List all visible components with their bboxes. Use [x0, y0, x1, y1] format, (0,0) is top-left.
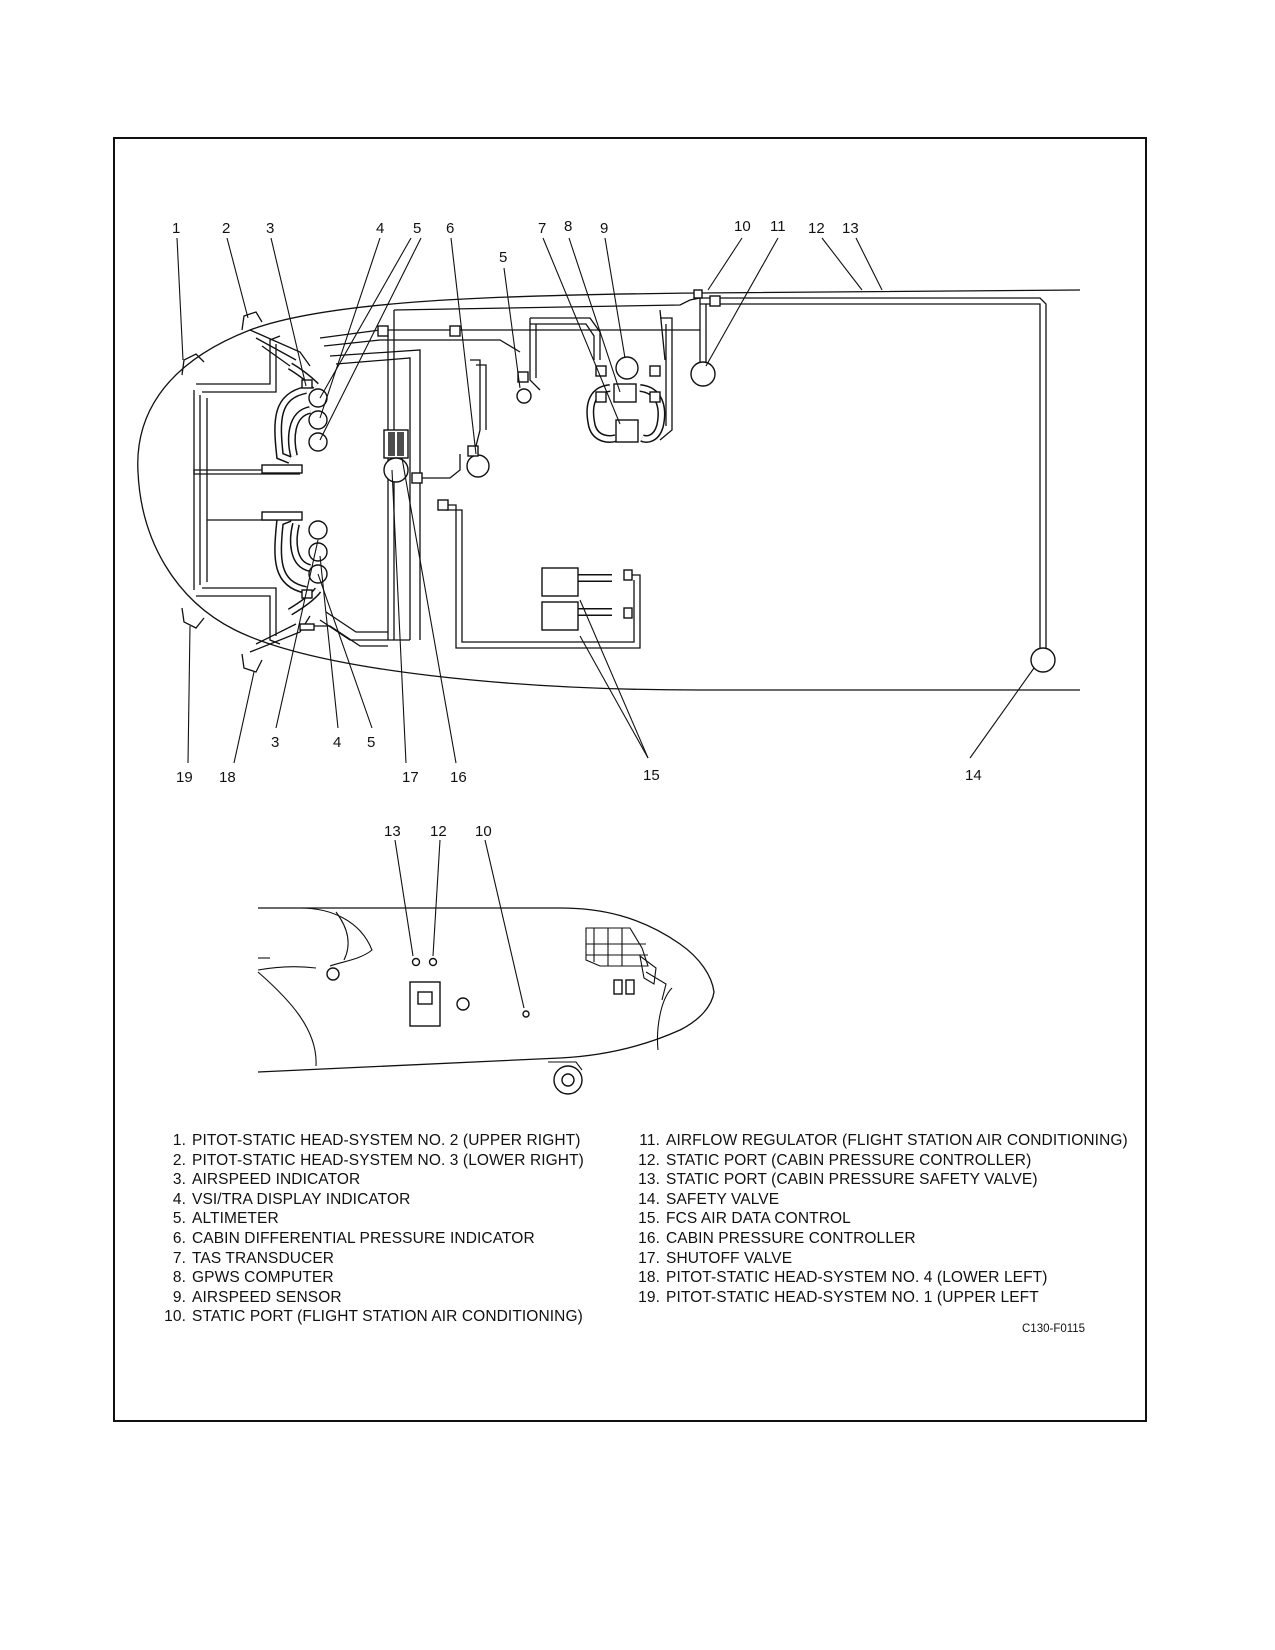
callout-8: 8	[564, 218, 572, 235]
leader-lines	[176, 237, 1035, 764]
callout-9: 9	[600, 220, 608, 237]
legend-item: 6.CABIN DIFFERENTIAL PRESSURE INDICATOR	[172, 1229, 535, 1247]
airspeed-sensor	[615, 356, 639, 380]
right-components	[541, 289, 1056, 673]
altimeter-upper	[308, 432, 328, 452]
cabin-pressure-controller	[383, 457, 409, 483]
callout-14: 14	[965, 767, 982, 784]
plumbing-lines	[193, 297, 1047, 653]
fcs-air-data-control-2	[541, 601, 579, 631]
callout-16: 16	[450, 769, 467, 786]
legend-item: 11.AIRFLOW REGULATOR (FLIGHT STATION AIR…	[639, 1132, 1128, 1149]
tas-transducer	[615, 419, 639, 443]
legend-item: 9.AIRSPEED SENSOR	[172, 1288, 342, 1306]
callout-11: 11	[770, 218, 786, 235]
callout-10: 10	[734, 218, 751, 235]
center-components	[377, 325, 532, 511]
vsi-tra-display-indicator-lower	[308, 542, 328, 562]
airspeed-indicator-lower	[308, 520, 328, 540]
legend-item: 12.STATIC PORT (CABIN PRESSURE CONTROLLE…	[638, 1151, 1032, 1169]
profile-callout-13: 13	[384, 823, 401, 840]
callout-4: 4	[376, 220, 384, 237]
gpws-computer	[613, 383, 637, 403]
fcs-air-data-control-1	[541, 567, 579, 597]
callout-18: 18	[219, 769, 236, 786]
safety-valve	[1030, 647, 1056, 673]
legend-item: 5.ALTIMETER	[172, 1210, 279, 1228]
upper-instrument-group	[261, 379, 328, 474]
tas-gpws-cluster	[595, 356, 661, 443]
legend-right-column: 11.AIRFLOW REGULATOR (FLIGHT STATION AIR…	[624, 1131, 1144, 1307]
legend-item: 4.VSI/TRA DISPLAY INDICATOR	[172, 1190, 411, 1208]
legend-item: 10.STATIC PORT (FLIGHT STATION AIR CONDI…	[164, 1308, 583, 1326]
callout-6: 6	[446, 220, 454, 237]
callout-15: 15	[643, 767, 660, 784]
altimeter-small	[516, 388, 532, 404]
profile-callout-10: 10	[475, 823, 492, 840]
top-callouts: 1 2 3 4 5 6 5 7 8 9 10 11 12 13	[172, 218, 859, 266]
legend-item: 16.CABIN PRESSURE CONTROLLER	[638, 1229, 916, 1247]
static-port-10-profile	[522, 1010, 530, 1018]
cabin-differential-pressure-indicator	[466, 454, 490, 478]
callout-17: 17	[402, 769, 419, 786]
legend-item: 14.SAFETY VALVE	[638, 1190, 780, 1208]
vsi-tra-display-indicator-upper	[308, 410, 328, 430]
bottom-callouts: 3 4 5 19 18 17 16 15 14	[176, 734, 982, 786]
fuselage-nose-outline	[137, 289, 1081, 691]
callout-3: 3	[266, 220, 274, 237]
callout-12: 12	[808, 220, 825, 237]
callout-1: 1	[172, 220, 180, 237]
profile-callouts: 13 12 10	[384, 823, 492, 840]
legend-left-column: 1.PITOT-STATIC HEAD-SYSTEM NO. 2 (UPPER …	[150, 1131, 620, 1327]
figure-id: C130-F0115	[1022, 1323, 1086, 1335]
callout-5-lower: 5	[367, 734, 375, 751]
static-port-13-profile	[411, 957, 421, 967]
legend-item: 17.SHUTOFF VALVE	[638, 1249, 793, 1267]
callout-19: 19	[176, 769, 193, 786]
callout-5: 5	[413, 220, 421, 237]
legend-item: 15.FCS AIR DATA CONTROL	[638, 1210, 851, 1228]
airflow-regulator	[690, 361, 716, 387]
callout-3-lower: 3	[271, 734, 279, 751]
legend-item: 19.PITOT-STATIC HEAD-SYSTEM NO. 1 (UPPER…	[638, 1288, 1039, 1306]
static-port-12-profile	[428, 957, 438, 967]
legend-item: 3.AIRSPEED INDICATOR	[172, 1171, 361, 1189]
legend-item: 13.STATIC PORT (CABIN PRESSURE SAFETY VA…	[638, 1171, 1038, 1189]
legend-item: 7.TAS TRANSDUCER	[172, 1249, 335, 1267]
callout-4-lower: 4	[333, 734, 341, 751]
flexible-hoses	[274, 362, 666, 616]
callout-7: 7	[538, 220, 546, 237]
legend-item: 18.PITOT-STATIC HEAD-SYSTEM NO. 4 (LOWER…	[638, 1269, 1048, 1287]
callout-2: 2	[222, 220, 230, 237]
pitot-static-heads	[181, 311, 263, 673]
callout-5b: 5	[499, 249, 507, 266]
legend-item: 2.PITOT-STATIC HEAD-SYSTEM NO. 3 (LOWER …	[172, 1151, 584, 1169]
callout-13: 13	[842, 220, 859, 237]
profile-callout-12: 12	[430, 823, 447, 840]
aircraft-side-profile	[257, 839, 715, 1095]
figure-frame	[113, 137, 1147, 1422]
legend-item: 8.GPWS COMPUTER	[172, 1269, 334, 1287]
legend-item: 1.PITOT-STATIC HEAD-SYSTEM NO. 2 (UPPER …	[172, 1132, 581, 1149]
